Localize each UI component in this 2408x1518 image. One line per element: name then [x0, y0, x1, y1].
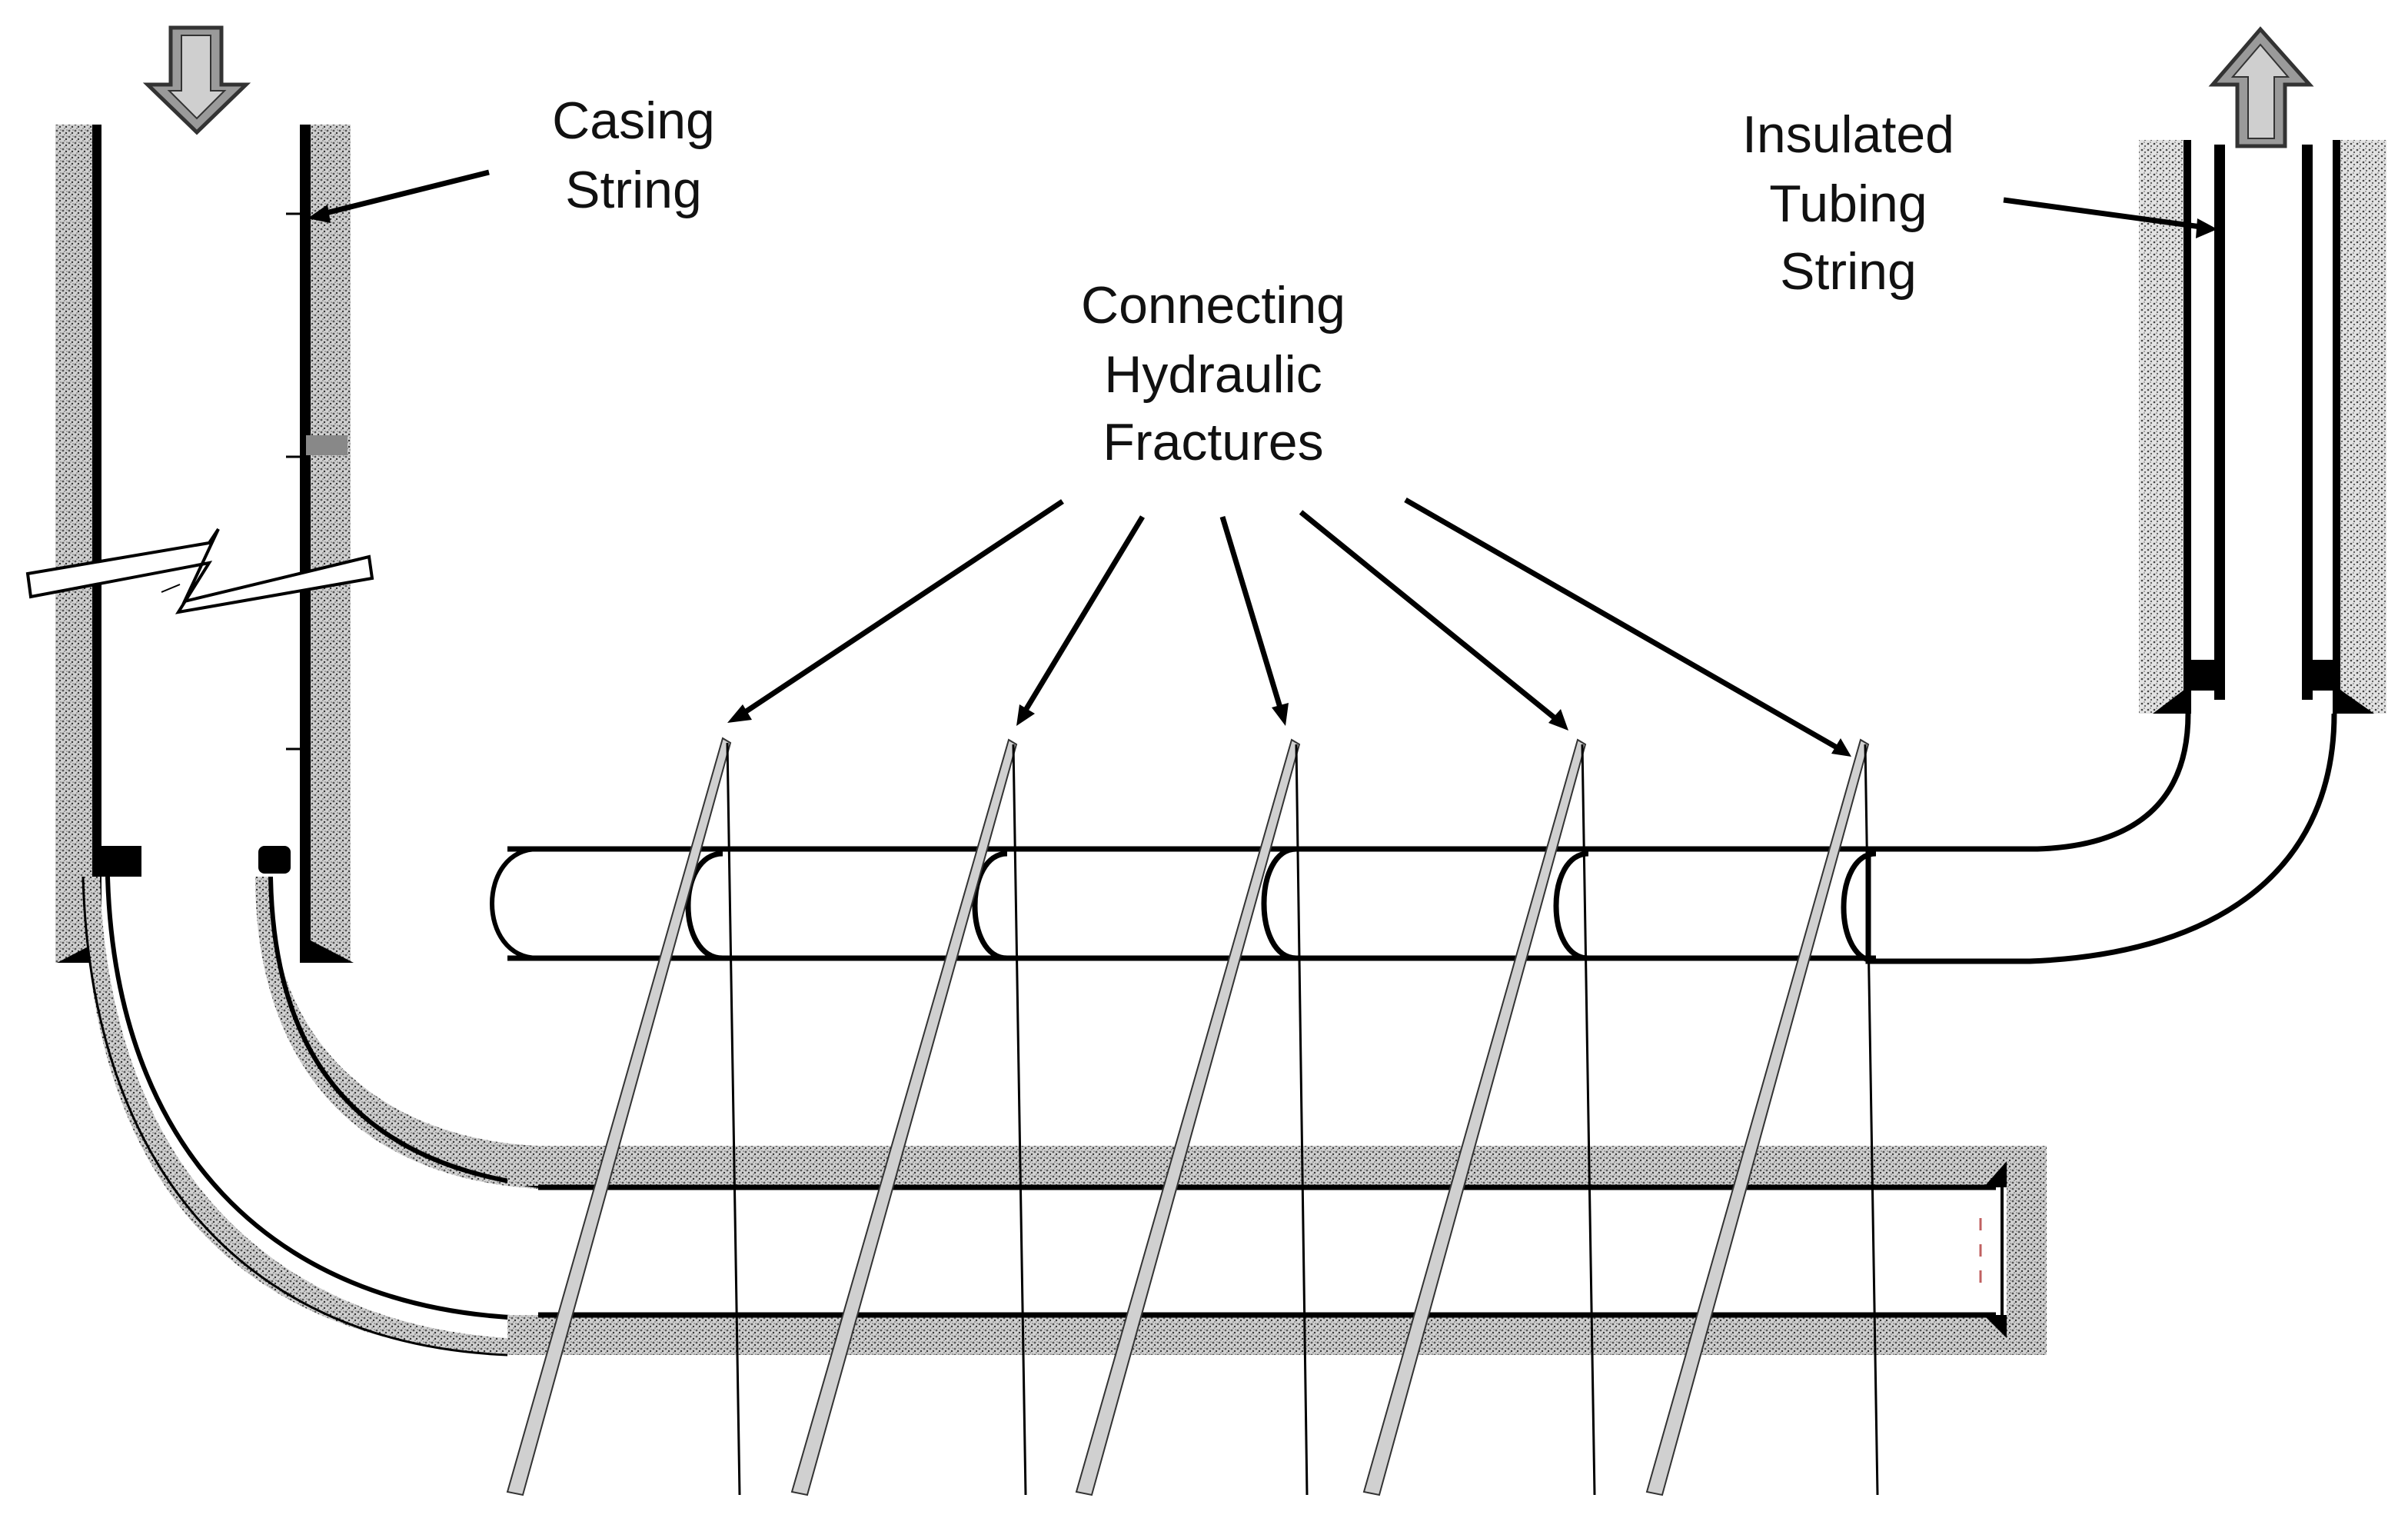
right-well-left-cement — [2139, 140, 2183, 714]
fracture-5 — [1645, 738, 1870, 1496]
production-well — [1865, 140, 2386, 964]
tubing-label-line1: Insulated — [1742, 105, 1954, 164]
producer-bend — [1865, 713, 2337, 964]
horizontal-lateral — [507, 1146, 2047, 1355]
fractures-label-line2: Hydraulic — [1104, 345, 1322, 404]
casing-label-line2: String — [565, 161, 702, 219]
fracture-1 — [506, 737, 732, 1496]
right-cement-outer — [311, 125, 351, 963]
left-casing-wall — [92, 125, 101, 963]
label-connecting-hydraulic-fractures: Connecting Hydraulic Fractures — [1081, 276, 1345, 471]
up-arrow-icon — [2208, 26, 2314, 148]
callout-leaders — [308, 169, 2217, 757]
fracture-4 — [1362, 738, 1587, 1496]
tubing-label-line2: Tubing — [1769, 175, 1927, 233]
label-casing-string: Casing String — [552, 92, 715, 219]
fracture-3 — [1075, 738, 1301, 1496]
insulated-tubing-left-wall — [2214, 145, 2225, 700]
right-well-right-cement — [2340, 140, 2386, 714]
injection-well — [25, 125, 554, 1357]
left-cement-outer — [55, 125, 92, 963]
label-insulated-tubing-string: Insulated Tubing String — [1742, 105, 1954, 301]
fractures-label-line1: Connecting — [1081, 276, 1345, 335]
lateral-bottom-cement — [507, 1315, 2045, 1355]
tubing-label-line3: String — [1780, 242, 1917, 301]
down-arrow-icon — [142, 25, 251, 135]
insulated-tubing-right-wall — [2302, 145, 2313, 700]
lateral-top-cement — [507, 1146, 2045, 1186]
lateral-end-cement — [2007, 1146, 2047, 1355]
build-section-outer-cement — [85, 877, 507, 1353]
fracture-2 — [790, 738, 1018, 1496]
fractures-label-line3: Fractures — [1103, 413, 1323, 471]
right-casing-wall — [300, 125, 311, 963]
break-symbol — [25, 528, 374, 614]
casing-label-line1: Casing — [552, 92, 715, 150]
fracture-guide-lines — [726, 742, 1879, 1496]
fracture-connected-lateral — [490, 846, 1877, 964]
hydraulic-fractures — [506, 737, 1870, 1496]
